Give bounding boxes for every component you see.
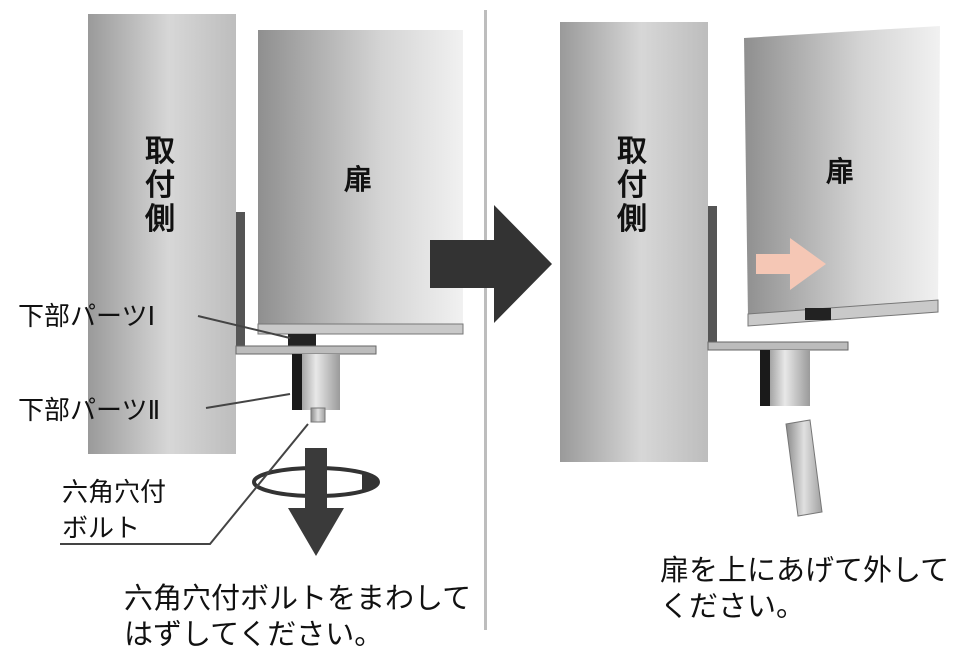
- hex-bolt-label: 六角穴付: [62, 478, 167, 508]
- leader-lower-part-2: [205, 393, 291, 409]
- hex-bolt-removed: [785, 419, 823, 517]
- lower-part-2-band: [760, 350, 770, 406]
- lower-part-1-label: 下部パーツⅠ: [18, 302, 156, 332]
- lower-part-1-pin: [288, 334, 316, 348]
- slide-arrow-icon: [756, 238, 826, 290]
- left-panel: [60, 14, 464, 556]
- leader-lower-part-1: [197, 315, 291, 339]
- bottom-bracket-plate: [235, 345, 377, 355]
- mount-side-label: 取付側: [145, 134, 175, 237]
- lower-part-2-label: 下部パーツⅡ: [18, 396, 161, 426]
- hex-bolt-head: [310, 407, 326, 423]
- door-label: 扉: [826, 155, 855, 188]
- rotation-arrowhead: [362, 473, 380, 491]
- bottom-bracket-plate: [707, 341, 849, 351]
- lower-part-2-band: [292, 354, 302, 410]
- mount-side-label: 取付側: [617, 134, 647, 237]
- transition-arrow-icon: [430, 205, 552, 323]
- left-caption: 六角穴付ボルトをまわして はずしてください。: [124, 581, 472, 651]
- leader-hex-bolt: [60, 423, 309, 545]
- lower-part-1-pin: [805, 308, 831, 320]
- downward-arrow-icon: [288, 508, 344, 556]
- hex-bolt-label-line2: ボルト: [62, 514, 141, 544]
- lower-part-1-plate: [257, 323, 464, 335]
- mount-side-panel: [560, 22, 708, 462]
- panel-divider: [484, 10, 487, 630]
- mount-bracket-vertical: [236, 212, 245, 352]
- mount-bracket-vertical: [708, 206, 717, 346]
- right-panel: [560, 22, 940, 517]
- door-bottom-plate: [747, 299, 939, 327]
- right-caption: 扉を上にあげて外して ください。: [660, 553, 950, 623]
- downward-arrow-shaft: [305, 448, 327, 510]
- mount-side-panel: [88, 14, 236, 454]
- door-label: 扉: [344, 163, 373, 196]
- door-panel: [258, 30, 463, 330]
